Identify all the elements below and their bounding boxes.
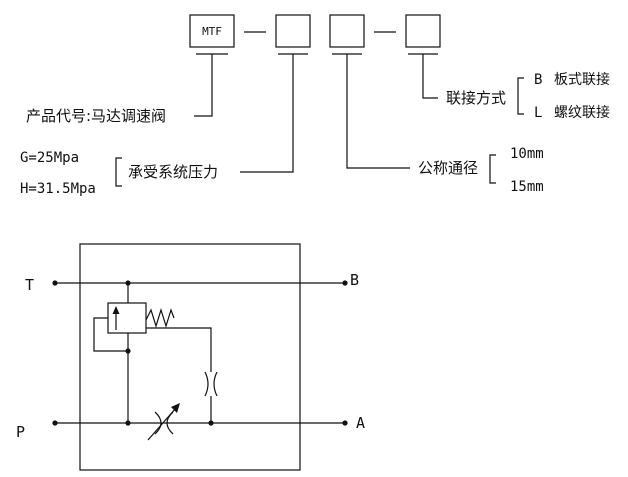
product-code-leader [194,54,213,117]
code-box-diameter [329,14,365,48]
pressure-leader [240,54,294,173]
port-a-dot [342,420,348,426]
diameter-bracket [489,154,496,184]
code-box-pressure [275,14,311,48]
connection-callout: 联接方式 B 板式联接 L 螺纹联接 [422,54,610,121]
spring-icon [145,307,175,329]
connection-bracket [517,77,524,115]
compensator-arrow-head [112,306,120,314]
diameter-option-15: 15mm [510,179,544,195]
pressure-option-h: H=31.5Mpa [20,181,96,197]
fixed-orifice-icon [204,371,218,397]
port-p-label: P [16,423,25,441]
connection-text-l: 螺纹联接 [554,104,610,121]
throttle-arrow-head [171,403,180,413]
port-b-label: B [350,271,359,289]
connection-label: 联接方式 [446,89,506,107]
pressure-option-g: G=25Mpa [20,150,79,166]
product-code-label: 产品代号:马达调速阀 [26,107,166,125]
pilot-loop-left [93,317,128,352]
pressure-callout: 承受系统压力 G=25Mpa H=31.5Mpa [20,54,294,197]
pressure-bracket [115,157,122,187]
port-t-dot [52,280,58,286]
throttle-adjust-arrow [147,407,177,441]
port-a-label: A [356,414,365,432]
diameter-callout: 公称通径 10mm 15mm [346,54,544,195]
port-b-dot [342,280,348,286]
pilot-line-right [146,327,212,372]
compensator-valve [107,302,147,334]
connection-leader [422,54,438,99]
product-code-callout: 产品代号:马达调速阀 [26,54,213,125]
model-code-row: MTF [189,14,441,55]
port-p-dot [52,420,58,426]
pressure-label: 承受系统压力 [128,163,218,181]
valve-body-outline [79,243,301,471]
diameter-leader [346,54,410,169]
port-t-label: T [25,276,34,294]
code-prefix-text: MTF [202,25,222,38]
code-box-connection [405,14,441,48]
connection-code-l: L [534,105,542,121]
diameter-label: 公称通径 [418,159,478,177]
connection-text-b: 板式联接 [554,71,610,88]
hydraulic-schematic: T B P A [16,243,365,471]
connection-code-b: B [534,72,542,88]
code-box-prefix [189,14,235,48]
diameter-option-10: 10mm [510,146,544,162]
